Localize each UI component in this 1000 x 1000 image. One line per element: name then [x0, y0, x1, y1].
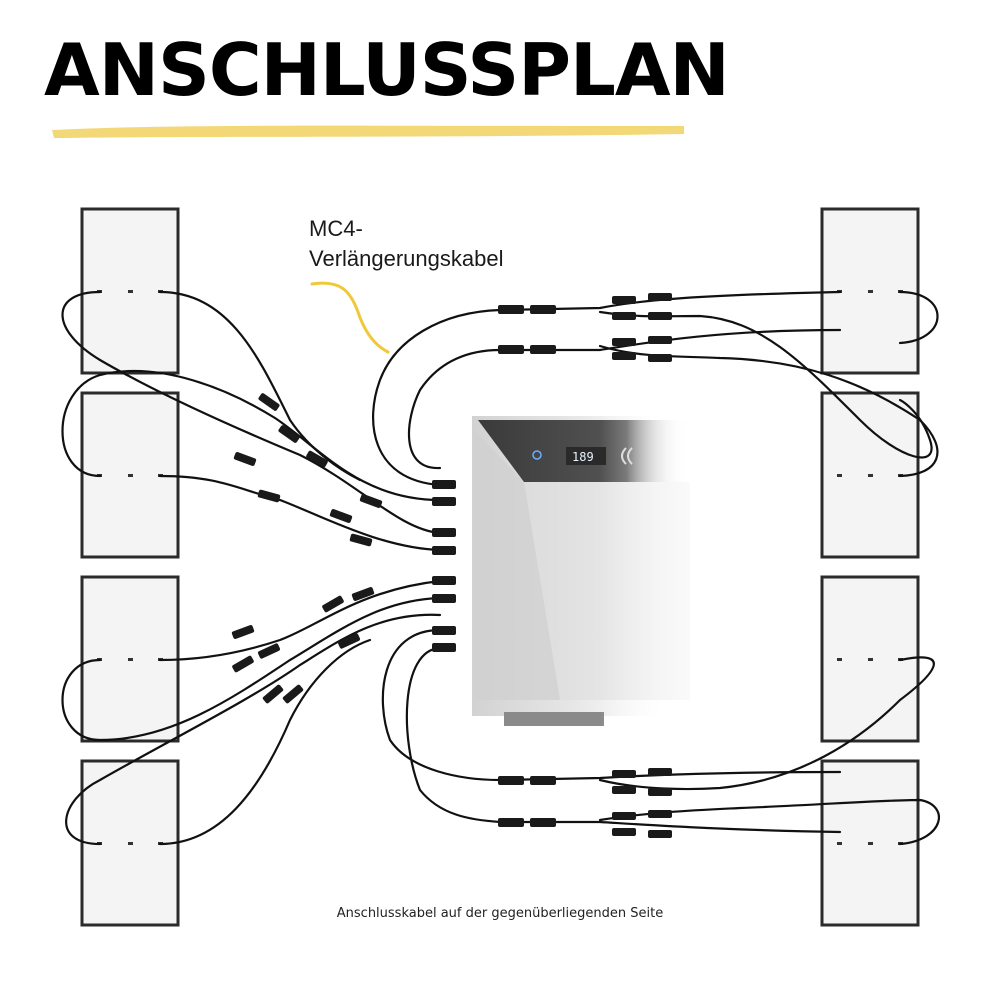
power-station: 189 [472, 410, 720, 740]
footnote: Anschlusskabel auf der gegenüberliegende… [336, 906, 664, 921]
page-title: ANSCHLUSSPLAN [44, 28, 730, 112]
display-reading: 189 [572, 450, 594, 464]
display-icon [532, 450, 542, 460]
title-highlight [52, 125, 684, 138]
callout-line-2: Verlängerungskabel [309, 246, 504, 271]
mc4-connectors [231, 293, 672, 838]
callout-label: MC4- Verlängerungskabel [309, 214, 503, 274]
callout-leader [310, 281, 390, 354]
callout-line-1: MC4- [309, 216, 363, 241]
